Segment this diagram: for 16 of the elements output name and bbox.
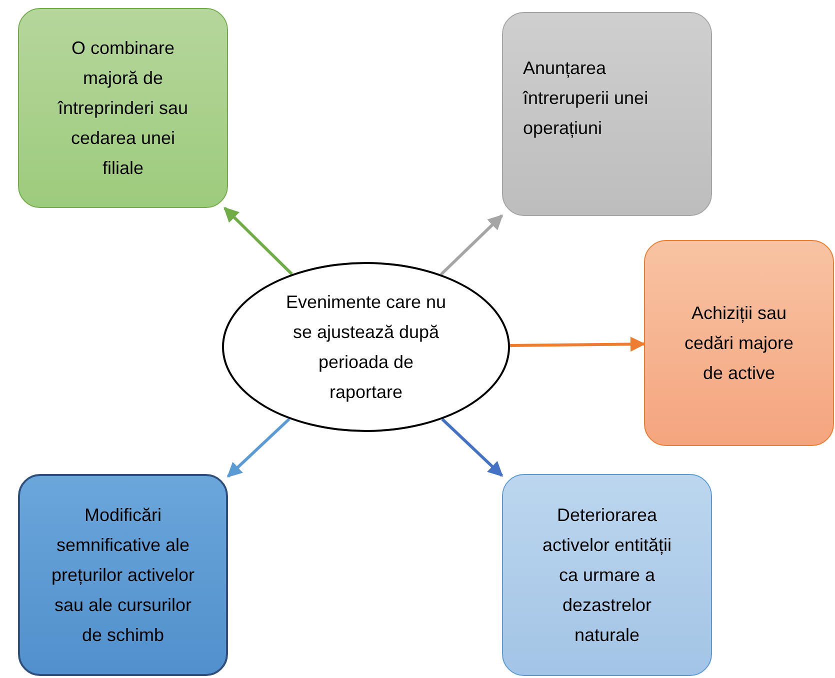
node-text: Anunțarea întreruperii unei operațiuni bbox=[522, 57, 650, 140]
event-box bbox=[18, 8, 228, 208]
arrow bbox=[226, 418, 290, 478]
node-text: Evenimente care nu se ajustează după perioada de raportare bbox=[284, 291, 448, 404]
event-box bbox=[502, 474, 712, 676]
event-box bbox=[502, 12, 712, 216]
node-text: Deteriorarea activelor entității ca urmare a dezastrelor naturale bbox=[541, 504, 673, 647]
arrow bbox=[510, 336, 646, 352]
event-box bbox=[644, 240, 834, 446]
node-text: Modificări semnificative ale prețurilor activelor sau ale cursurilor de schimb bbox=[50, 504, 196, 647]
arrow bbox=[440, 214, 504, 276]
event-box bbox=[18, 474, 228, 676]
node-text: Achiziții sau cedări majore de active bbox=[683, 302, 795, 385]
arrow bbox=[224, 206, 293, 276]
node-text: O combinare majoră de întreprinderi sau cedarea unei filiale bbox=[56, 37, 190, 180]
arrow bbox=[441, 418, 504, 477]
